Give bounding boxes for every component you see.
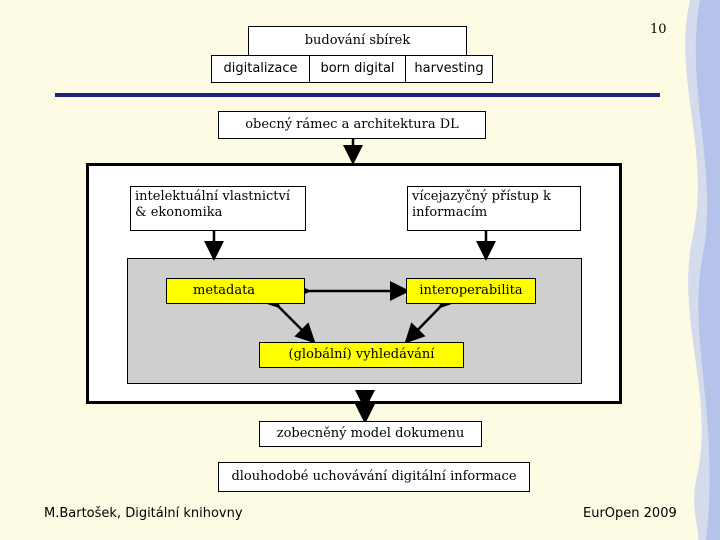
collection-building-title: budování sbírek	[248, 26, 467, 56]
born-digital-box: born digital	[309, 55, 406, 83]
footer-event: EurOpen 2009	[583, 506, 677, 521]
harvesting-box: harvesting	[405, 55, 493, 83]
framework-box: obecný rámec a architektura DL	[218, 111, 486, 139]
slide-number: 10	[650, 22, 667, 37]
interoperability-box: interoperabilita	[406, 278, 536, 304]
footer-author: M.Bartošek, Digitální knihovny	[44, 506, 243, 521]
preservation-box: dlouhodobé uchovávání digitální informac…	[218, 462, 530, 492]
global-search-box: (globální) vyhledávání	[259, 342, 464, 368]
digitization-box: digitalizace	[211, 55, 310, 83]
divider-rule	[55, 93, 660, 97]
multilingual-access-box: vícejazyčný přístup k informacím	[407, 186, 581, 231]
document-model-box: zobecněný model dokumenu	[259, 421, 482, 447]
metadata-box: metadata	[166, 278, 305, 304]
ip-economics-box: intelektuální vlastnictví & ekonomika	[130, 186, 306, 231]
